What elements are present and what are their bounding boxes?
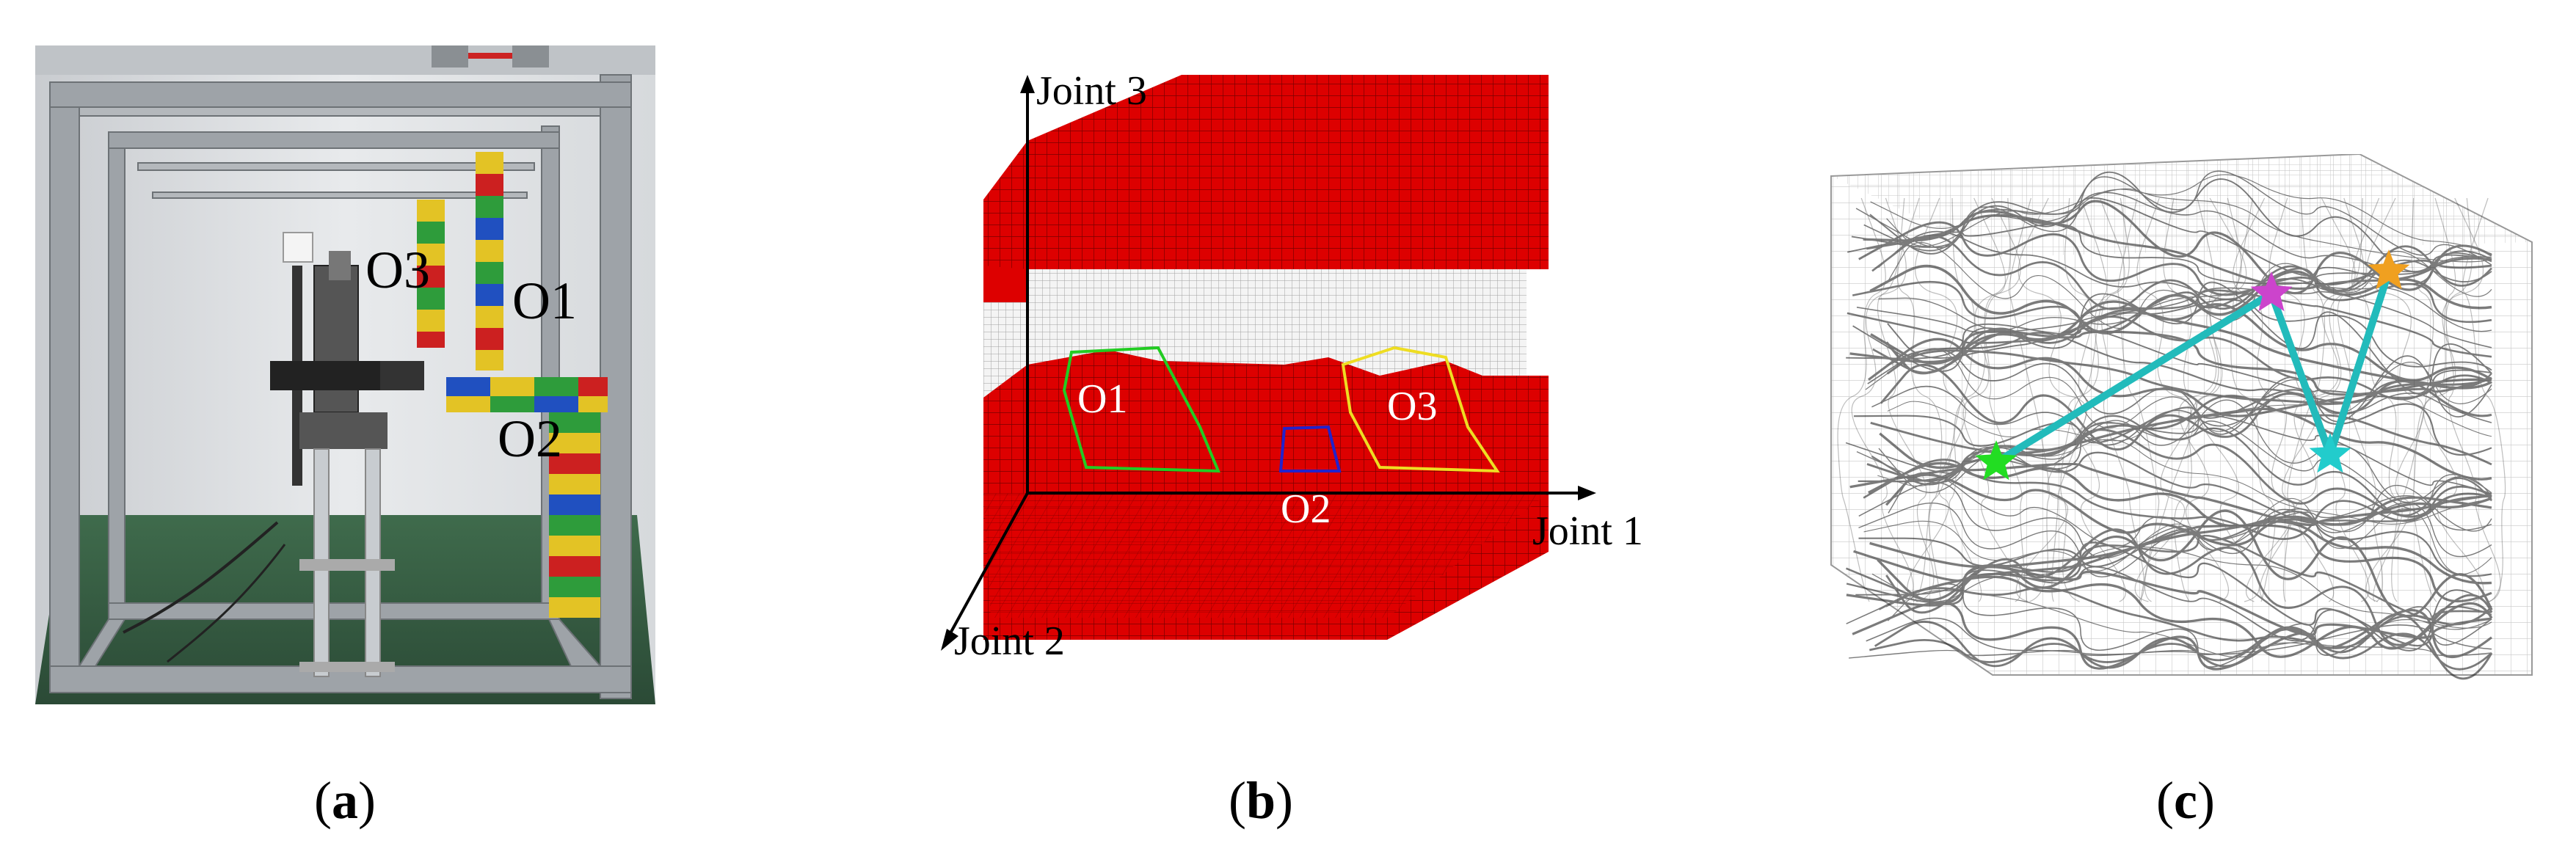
region-o3-label: O3 — [1387, 384, 1437, 429]
edge-curve-vertical — [2351, 197, 2403, 602]
start-star-icon — [1975, 440, 2017, 481]
edge-curve — [1888, 241, 2492, 329]
axis-label-joint3: Joint 3 — [1036, 68, 1147, 114]
edge-curve — [1846, 534, 2492, 621]
edge-curve-vertical — [2178, 197, 2247, 602]
edge-curve-vertical — [1907, 197, 1966, 602]
caption-b: (b) — [1228, 771, 1294, 830]
edge-curve — [1869, 520, 2492, 585]
edge-curve — [1878, 586, 2492, 649]
edge-curve — [1880, 363, 2492, 450]
edge-curve — [1865, 348, 2492, 432]
edge-curve — [1874, 613, 2493, 680]
edge-curve — [1863, 459, 2492, 540]
edge-curve-vertical — [2174, 197, 2219, 602]
edge-curve-vertical — [2365, 197, 2425, 602]
edge-curve — [1853, 389, 2492, 456]
label-o1: O1 — [512, 271, 577, 330]
axis-label-joint1: Joint 1 — [1532, 508, 1643, 554]
edge-curve-vertical — [2412, 197, 2456, 602]
edge-curve-vertical — [2134, 197, 2191, 602]
robot-frame-photo: O3 O1 O2 — [35, 45, 655, 704]
aluminium-frame — [49, 74, 632, 699]
axis-label-joint2: Joint 2 — [954, 618, 1065, 664]
edge-curve — [1858, 482, 2492, 559]
edge-curve-vertical — [2313, 197, 2370, 602]
edge-curve-vertical — [2232, 197, 2295, 602]
planned-path — [1994, 270, 2393, 466]
edge-curve — [1886, 188, 2492, 263]
edge-curve-vertical — [2015, 197, 2087, 602]
edge-curve-vertical — [2230, 197, 2276, 602]
region-o3-outline — [1341, 346, 1500, 473]
edge-curve-vertical — [2060, 197, 2108, 602]
edge-curve-vertical — [2282, 197, 2326, 602]
edge-curve-vertical — [2051, 197, 2093, 602]
edge-curve-vertical — [1877, 197, 1935, 602]
axes — [941, 75, 1596, 651]
caption-c: (c) — [2156, 771, 2215, 830]
edge-curve-vertical — [1984, 197, 2027, 602]
edge-curve-vertical — [2117, 197, 2160, 602]
photo-panel-a: O3 O1 O2 — [35, 45, 655, 704]
edge-curve-vertical — [1928, 197, 1975, 602]
roadmap-diagram — [1830, 153, 2533, 680]
goal-star-icon — [2368, 249, 2410, 290]
lego-obstacle-o3 — [417, 200, 445, 348]
cspace-voxel-diagram: O1 O3 O2 Joint 3 Joint 1 Joint 2 — [941, 68, 1643, 664]
waypoint-star-icon — [2250, 271, 2293, 312]
edge-curve-vertical — [2144, 197, 2197, 602]
edge-curve — [1888, 472, 2492, 555]
edge-curve-vertical — [1851, 197, 1914, 602]
waypoint-star-icon-2 — [2309, 433, 2351, 473]
cspace-panel-b: O1 O3 O2 Joint 3 Joint 1 Joint 2 — [917, 60, 1681, 676]
region-o1-label: O1 — [1077, 376, 1127, 422]
lego-obstacle-o1 — [476, 152, 503, 371]
edge-curve — [1852, 267, 2492, 333]
middle-obstacle-layer — [983, 350, 1549, 493]
edge-curve-vertical — [2462, 197, 2506, 602]
edge-curve — [1887, 332, 2492, 404]
edge-curve-vertical — [1897, 197, 1943, 602]
edge-curve-vertical — [1962, 197, 2021, 602]
edge-curve-vertical — [2293, 197, 2356, 602]
edge-curve — [1866, 428, 2492, 518]
caption-a: (a) — [314, 771, 376, 830]
edge-curve — [1846, 583, 2492, 668]
edge-curve — [1846, 565, 2492, 639]
edge-curve-vertical — [2423, 197, 2484, 602]
edge-curve — [1855, 566, 2492, 652]
edge-curve — [1858, 450, 2492, 524]
edge-curve — [1852, 601, 2492, 671]
edge-curve — [1856, 287, 2492, 348]
edge-curve-vertical — [2008, 197, 2050, 602]
edge-curve — [1885, 528, 2493, 646]
edge-curve — [1849, 640, 2492, 659]
edge-curve — [1868, 461, 2492, 528]
region-o1-outline — [1062, 346, 1221, 473]
upper-obstacle-slab — [983, 75, 1549, 302]
lower-obstacle-slab — [983, 493, 1549, 640]
label-o2: O2 — [498, 409, 562, 468]
edge-curve — [1870, 394, 2492, 466]
robot-arm — [270, 251, 424, 677]
lego-obstacle-o2 — [446, 377, 608, 618]
roadmap-panel-c — [1816, 153, 2543, 686]
edge-curve-vertical — [1949, 197, 2006, 602]
edge-curve-vertical — [2391, 197, 2434, 602]
edge-curve — [1885, 308, 2492, 390]
edge-curve-vertical — [2196, 197, 2260, 602]
edge-curve — [1866, 617, 2492, 655]
edge-curve-vertical — [1837, 197, 1886, 602]
region-o2-outline — [1278, 425, 1342, 472]
edge-curve-vertical — [2067, 197, 2126, 602]
edge-curve — [1885, 473, 2492, 547]
edge-curve-vertical — [2445, 197, 2501, 602]
label-o3: O3 — [365, 241, 430, 299]
